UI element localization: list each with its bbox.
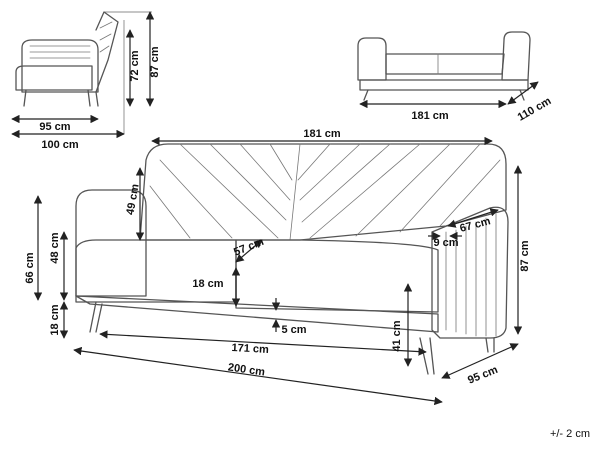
label-side-depth-inner: 95 cm: [39, 121, 70, 133]
label-seat-height: 48 cm: [49, 232, 61, 263]
bed-view-sofa: [357, 31, 531, 101]
label-back-width: 181 cm: [303, 128, 341, 140]
label-seat-thickness: 18 cm: [192, 278, 223, 290]
label-side-depth-outer: 100 cm: [41, 139, 79, 151]
label-total-depth: 95 cm: [466, 364, 500, 387]
side-view: 95 cm 100 cm 72 cm 87 cm: [11, 11, 161, 151]
dim-total-depth: [441, 343, 519, 379]
dim-total-width: [73, 346, 443, 406]
label-leg-height: 18 cm: [49, 304, 61, 335]
label-bed-length: 181 cm: [411, 110, 449, 122]
label-total-width: 200 cm: [227, 361, 266, 378]
label-total-height: 87 cm: [519, 240, 531, 271]
label-leg-to-seat: 41 cm: [391, 320, 403, 351]
label-bed-depth: 110 cm: [516, 95, 554, 124]
label-side-height-back: 72 cm: [129, 50, 141, 81]
chevron-stitching: [149, 143, 501, 241]
label-arm-height: 66 cm: [24, 252, 36, 283]
dim-seat-depth: [235, 239, 263, 263]
bed-view: 181 cm 110 cm: [357, 31, 554, 124]
dim-bed-depth: [507, 81, 539, 105]
label-side-height-total: 87 cm: [149, 46, 161, 77]
main-view: 181 cm 49 cm 57 cm 18 cm 5 cm 171 cm 200…: [24, 128, 531, 406]
label-arm-depth: 67 cm: [459, 215, 492, 235]
main-view-sofa: [75, 143, 509, 375]
tolerance-note: +/- 2 cm: [550, 428, 590, 440]
label-seat-depth: 57 cm: [232, 236, 266, 259]
dim-arm-depth: [447, 208, 499, 228]
label-seat-gap: 5 cm: [281, 324, 306, 336]
label-arm-width: 9 cm: [433, 237, 458, 249]
side-view-sofa: [15, 11, 119, 107]
label-back-height: 49 cm: [124, 183, 141, 216]
label-seat-width: 171 cm: [231, 342, 269, 356]
